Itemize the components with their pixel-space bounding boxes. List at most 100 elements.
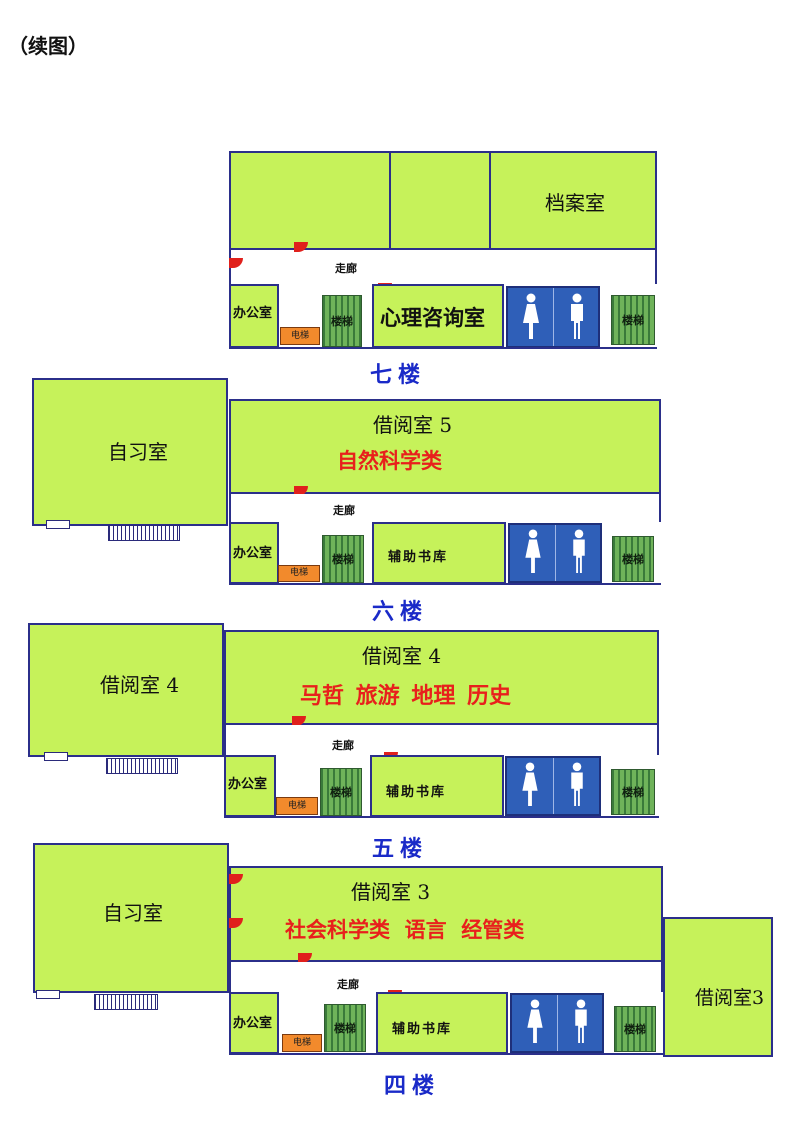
corridor-6: 走廊 [229, 494, 661, 522]
office-room: 办公室 [229, 992, 279, 1054]
floor-4-bottom-wall [229, 1053, 663, 1055]
office-room: 办公室 [224, 755, 276, 817]
floor-label: 七楼 [370, 363, 427, 388]
room-7-b [389, 151, 491, 250]
reading-room-4: 借阅室 4 马哲 旅游 地理 历史 [224, 630, 659, 725]
elevator-icon: 电梯 [282, 1034, 322, 1052]
aux-library-label: 辅助书库 [388, 550, 449, 565]
female-restroom-icon [526, 999, 543, 1044]
stairs-icon: 楼梯 [614, 1006, 656, 1052]
corridor-4: 走廊 [229, 962, 663, 992]
stairs-icon: 楼梯 [612, 536, 654, 582]
male-restroom-icon [572, 529, 585, 574]
stairs-icon: 楼梯 [611, 295, 655, 345]
male-restroom-icon [574, 999, 587, 1044]
female-restroom [508, 288, 553, 346]
corridor-label: 走廊 [333, 504, 355, 517]
door-icon [229, 258, 243, 268]
floor-label: 五楼 [372, 837, 429, 862]
reading-room-label: 借阅室 3 [351, 880, 431, 904]
reading-room-label: 借阅室 5 [373, 413, 453, 437]
stairs-icon: 楼梯 [320, 768, 362, 816]
steps [94, 994, 158, 1010]
restroom [505, 756, 601, 816]
elevator-label: 电梯 [287, 801, 306, 811]
aux-library: 辅助书库 [372, 522, 506, 584]
reading-room-3: 借阅室 3 社会科学类 语言 经管类 [229, 866, 663, 962]
door-marker [44, 752, 68, 761]
female-restroom [510, 525, 555, 581]
east-reading-room: 借阅室3 [663, 917, 773, 1057]
elevator-label: 电梯 [289, 568, 308, 578]
elevator-label: 电梯 [292, 1038, 311, 1048]
door-icon [298, 953, 312, 963]
door-marker [36, 990, 60, 999]
corridor-label: 走廊 [332, 739, 354, 752]
stairs-label: 楼梯 [330, 786, 352, 799]
aux-library: 辅助书库 [376, 992, 508, 1054]
door-icon [294, 242, 308, 252]
side-reading-room: 借阅室 4 [28, 623, 224, 757]
office-room: 办公室 [229, 522, 279, 584]
stairs-label: 楼梯 [332, 553, 354, 566]
stairs-icon: 楼梯 [322, 295, 362, 347]
female-restroom-icon [524, 529, 541, 574]
door-icon [292, 716, 306, 726]
steps [108, 525, 180, 541]
female-restroom-icon [522, 762, 538, 807]
side-room-label: 借阅室 4 [100, 673, 180, 697]
archive-room: 档案室 [489, 151, 657, 250]
study-room: 自习室 [32, 378, 228, 526]
elevator-icon: 电梯 [276, 797, 318, 815]
male-restroom [555, 525, 601, 581]
elevator-label: 电梯 [290, 331, 309, 341]
male-restroom-icon [571, 762, 583, 807]
elevator-icon: 电梯 [280, 327, 320, 345]
floor-5-bottom-wall [224, 816, 659, 818]
reading-room-5: 借阅室 5 自然科学类 [229, 399, 661, 494]
aux-library: 辅助书库 [370, 755, 504, 817]
page-title: （续图） [8, 34, 88, 58]
east-room-label: 借阅室3 [695, 987, 765, 1009]
male-restroom-icon [570, 293, 583, 339]
stairs-label: 楼梯 [622, 314, 644, 327]
corridor-5: 走廊 [224, 725, 659, 755]
counseling-room-label: 心理咨询室 [380, 306, 485, 330]
female-restroom [507, 758, 553, 814]
stairs-label: 楼梯 [331, 315, 353, 328]
study-room-label: 自习室 [103, 901, 163, 925]
door-icon [294, 486, 308, 496]
stairs-icon: 楼梯 [324, 1004, 366, 1052]
office-room: 办公室 [229, 284, 279, 348]
stairs-label: 楼梯 [334, 1022, 356, 1035]
reading-room-label: 借阅室 4 [362, 644, 442, 668]
aux-library-label: 辅助书库 [392, 1022, 453, 1037]
male-restroom [553, 758, 600, 814]
office-label: 办公室 [233, 1016, 273, 1031]
floor-label: 六楼 [372, 600, 429, 625]
archive-room-label: 档案室 [545, 191, 605, 215]
corridor-label: 走廊 [335, 262, 357, 275]
stairs-label: 楼梯 [622, 786, 644, 799]
door-marker [46, 520, 70, 529]
stairs-icon: 楼梯 [611, 769, 655, 815]
restroom [510, 993, 604, 1053]
stairs-icon: 楼梯 [322, 535, 364, 583]
stairs-label: 楼梯 [622, 553, 644, 566]
restroom [506, 286, 600, 348]
aux-library-label: 辅助书库 [386, 785, 447, 800]
corridor-7: 走廊 [229, 250, 657, 284]
office-label: 办公室 [233, 306, 273, 321]
category-label: 社会科学类 语言 经管类 [285, 918, 525, 942]
door-icon [229, 874, 243, 884]
male-restroom [557, 995, 603, 1051]
study-room: 自习室 [33, 843, 229, 993]
corridor-label: 走廊 [337, 978, 359, 991]
elevator-icon: 电梯 [278, 565, 320, 582]
study-room-label: 自习室 [108, 440, 168, 464]
floor-6-bottom-wall [229, 583, 661, 585]
floor-7-bottom-wall [229, 347, 657, 349]
steps [106, 758, 178, 774]
female-restroom [512, 995, 557, 1051]
door-icon [229, 918, 243, 928]
